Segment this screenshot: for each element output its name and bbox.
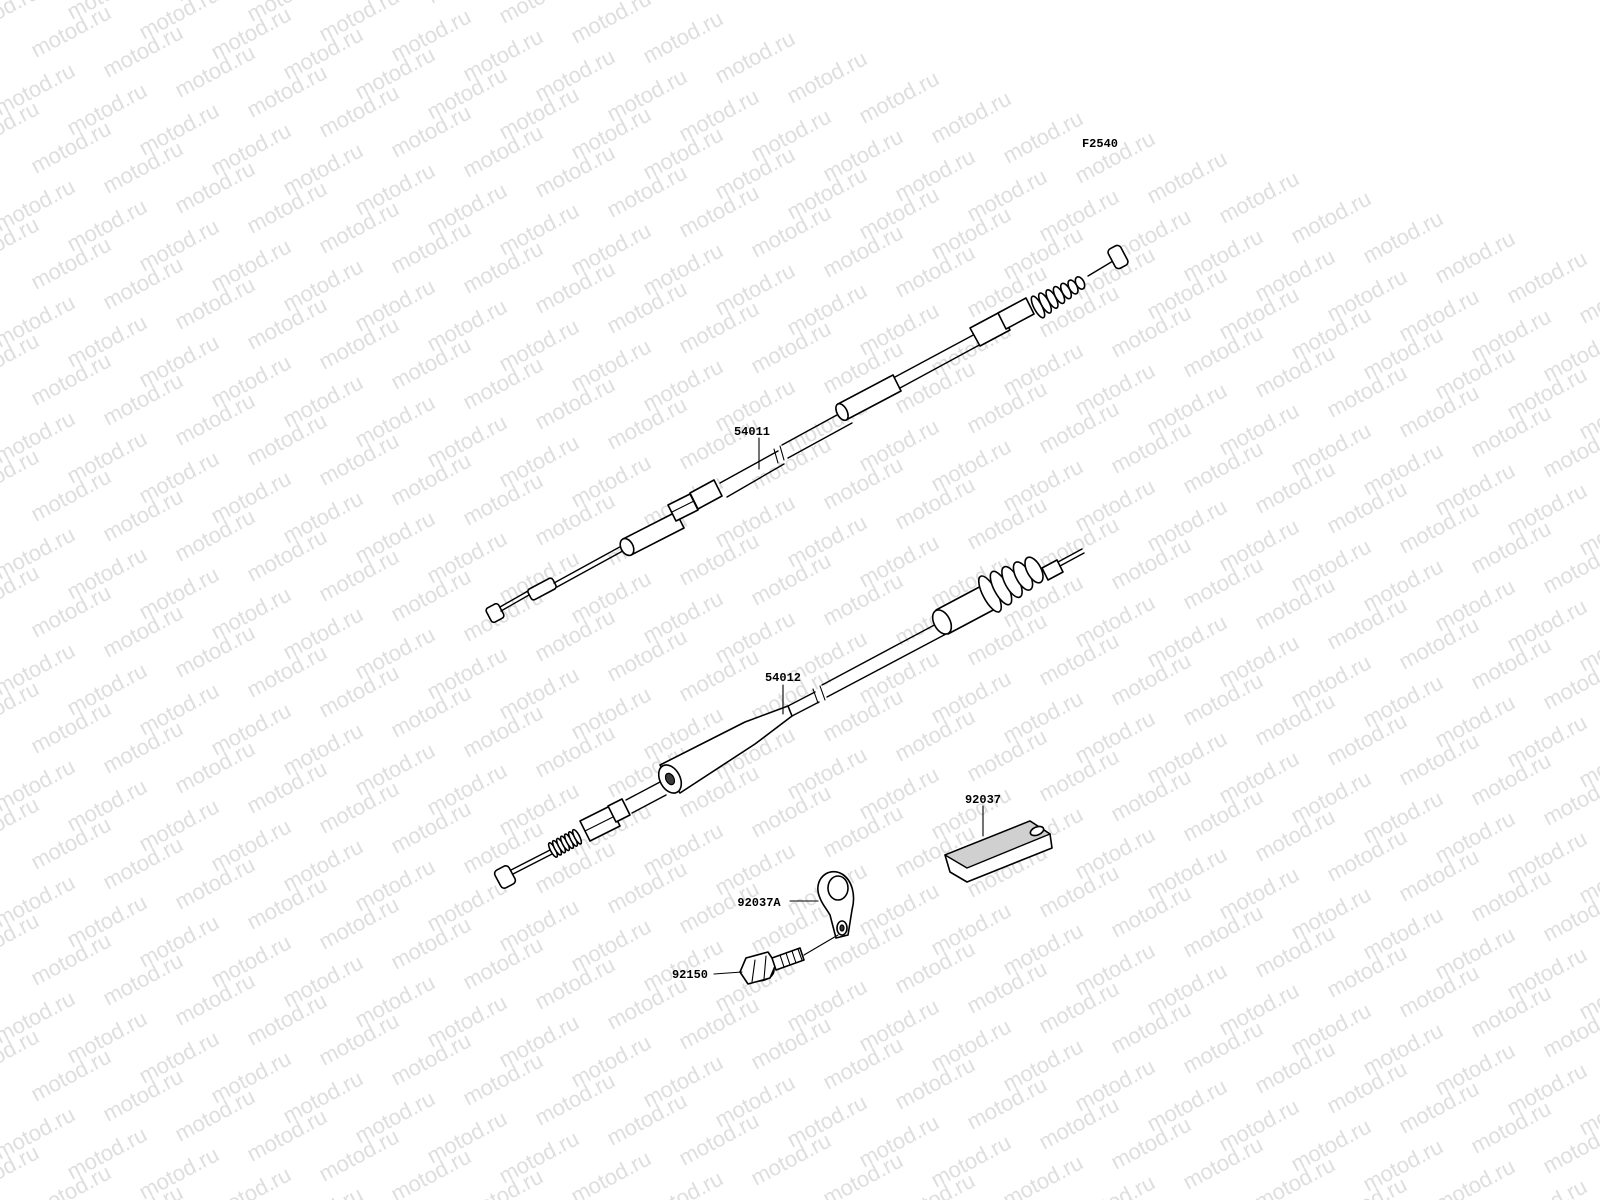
callout-92150: 92150 <box>672 968 743 982</box>
watermark-text: motod.ru <box>639 1166 727 1200</box>
watermark-text: motod.ru <box>855 66 943 129</box>
part-number-92150: 92150 <box>672 968 708 982</box>
part-number-92037: 92037 <box>965 793 1001 807</box>
watermark-text: motod.ru <box>567 1146 655 1200</box>
watermark-text: motod.ru <box>1143 146 1231 209</box>
watermark-text: motod.ru <box>1215 166 1303 229</box>
spring-coil <box>1074 276 1086 290</box>
part-number-54012: 54012 <box>765 671 801 685</box>
callout-54012: 54012 <box>765 671 801 715</box>
figure-code: F2540 <box>1082 137 1118 151</box>
callout-92037A: 92037A <box>737 896 819 910</box>
watermark-text: motod.ru <box>1287 186 1375 249</box>
bellows-ring <box>1024 556 1044 584</box>
watermark-text: motod.ru <box>1503 246 1591 309</box>
watermark-text: motod.ru <box>639 6 727 69</box>
watermark-text: motod.ru <box>1071 126 1159 189</box>
part-number-54011: 54011 <box>734 425 770 439</box>
watermark-text: motod.ru <box>567 0 655 48</box>
callout-54011: 54011 <box>734 425 770 470</box>
band-92037[interactable] <box>944 820 1053 883</box>
callout-92037: 92037 <box>965 793 1001 837</box>
part-number-92037A: 92037A <box>737 896 781 910</box>
watermark-text: motod.ru <box>999 106 1087 169</box>
watermark-text: motod.ru <box>1071 1170 1159 1200</box>
watermark-text: motod.ru <box>1431 1154 1519 1200</box>
watermark-text: motod.ru <box>999 1150 1087 1200</box>
watermark-text: motod.ru <box>711 26 799 89</box>
watermark-text: motod.ru <box>207 1162 295 1200</box>
cable-54012[interactable] <box>493 548 1085 890</box>
cable-54011[interactable] <box>485 244 1129 624</box>
watermark-text: motod.ru <box>1575 266 1600 329</box>
clamp-92037A[interactable] <box>817 871 855 939</box>
thread-ring <box>571 828 583 845</box>
bolt-92150[interactable] <box>739 934 839 985</box>
watermark-text: motod.ru <box>783 46 871 109</box>
watermark-text: motod.ru <box>1431 226 1519 289</box>
watermark-text: motod.ru <box>927 86 1015 149</box>
watermark-text: motod.ru <box>1503 1174 1591 1200</box>
watermark-text: motod.ru <box>1359 206 1447 269</box>
